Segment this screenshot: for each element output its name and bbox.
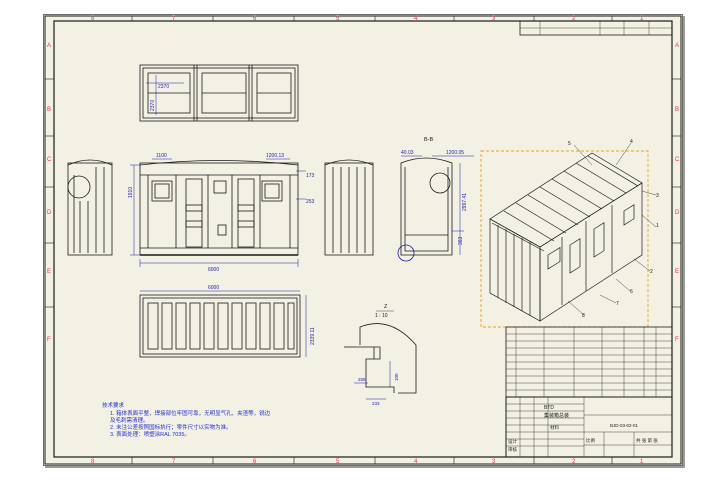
zone-col-1-bottom: 1 bbox=[640, 459, 644, 465]
zone-col-7: 7 bbox=[172, 16, 176, 22]
title-block-material-label: 材料 bbox=[550, 424, 559, 431]
front-dim-top-right: 1200.13 bbox=[266, 153, 284, 159]
section-dim-top-a: 40.03 bbox=[401, 150, 414, 156]
title-block-designer-label: 设计 bbox=[508, 438, 517, 445]
right-side-view[interactable] bbox=[324, 159, 374, 256]
note-1-cont: 及毛刺需清理。 bbox=[110, 416, 149, 424]
section-dimensions bbox=[401, 155, 474, 255]
front-dim-small-a: 173 bbox=[306, 173, 315, 179]
title-block-scale-label: 比例 bbox=[586, 437, 595, 444]
zone-col-2: 2 bbox=[572, 16, 576, 22]
bottom-view[interactable] bbox=[139, 294, 301, 358]
detail-dim-b: 233 bbox=[372, 401, 380, 406]
title-block-sheet-label: 共 张 第 张 bbox=[636, 437, 658, 444]
bottom-dim-side: 2339.11 bbox=[310, 327, 316, 345]
zone-row-d: D bbox=[47, 210, 52, 216]
notes-heading: 技术要求 bbox=[102, 401, 125, 409]
zone-col-6: 6 bbox=[253, 16, 257, 22]
svg-text:4: 4 bbox=[630, 139, 633, 145]
zone-col-6-bottom: 6 bbox=[253, 459, 257, 465]
zone-col-4-bottom: 4 bbox=[414, 459, 418, 465]
zone-row-f: F bbox=[47, 337, 51, 343]
section-dim-lower: 363 bbox=[458, 236, 464, 245]
svg-text:1: 1 bbox=[656, 223, 659, 229]
drawing-canvas[interactable]: 8 7 6 5 4 3 2 1 8 7 6 5 4 3 2 1 bbox=[44, 15, 682, 465]
detail-label: Z bbox=[384, 304, 388, 310]
zone-col-8-bottom: 8 bbox=[91, 459, 95, 465]
front-view-dimensions bbox=[130, 158, 306, 267]
front-dim-small-b: 253 bbox=[306, 199, 315, 205]
isometric-view[interactable] bbox=[489, 152, 643, 322]
svg-text:2: 2 bbox=[650, 269, 653, 275]
front-dim-bottom: 6000 bbox=[208, 267, 219, 273]
zone-col-7-bottom: 7 bbox=[172, 459, 176, 465]
front-dim-left: 1910 bbox=[128, 187, 134, 198]
bottom-view-dimensions bbox=[140, 290, 307, 357]
zone-row-e-right: E bbox=[675, 269, 679, 275]
section-dim-top-b: 1200.05 bbox=[446, 150, 464, 156]
title-block-drawing-name: 集装箱总装 bbox=[544, 412, 569, 419]
svg-text:2370: 2370 bbox=[150, 100, 156, 111]
section-dim-right: 2997.41 bbox=[462, 193, 468, 211]
zone-row-f-right: F bbox=[675, 337, 679, 343]
detail-dimensions bbox=[354, 361, 391, 400]
zone-row-d-right: D bbox=[675, 210, 680, 216]
detail-scale: 1 : 10 bbox=[375, 313, 388, 319]
iso-balloons: 5 4 3 1 2 6 7 8 bbox=[568, 139, 659, 319]
detail-circle-callout bbox=[397, 244, 415, 262]
zone-row-b: B bbox=[47, 107, 51, 113]
svg-text:6: 6 bbox=[630, 289, 633, 295]
svg-text:7: 7 bbox=[616, 301, 619, 307]
zone-col-8: 8 bbox=[91, 16, 95, 22]
zone-col-1: 1 bbox=[640, 16, 644, 22]
title-block-company: BTD bbox=[544, 405, 554, 411]
detail-dim-c: 100 bbox=[394, 373, 399, 381]
zone-row-a-right: A bbox=[675, 43, 679, 49]
front-view[interactable] bbox=[139, 160, 299, 256]
sheet-inner-border bbox=[53, 20, 673, 458]
title-block-drawing-number: BJD-03-02-01 bbox=[610, 423, 639, 428]
zone-col-4: 4 bbox=[414, 16, 418, 22]
zone-col-5: 5 bbox=[336, 16, 340, 22]
zone-row-c-right: C bbox=[675, 157, 680, 163]
note-3: 3. 表面处理：喷塑涂RAL 7035。 bbox=[110, 430, 190, 438]
zone-row-b-right: B bbox=[675, 107, 679, 113]
svg-text:3: 3 bbox=[656, 193, 659, 199]
zone-col-3: 3 bbox=[492, 16, 496, 22]
sheet-outer-border bbox=[44, 15, 682, 465]
svg-text:5: 5 bbox=[568, 141, 571, 147]
front-dim-top-left: 1100 bbox=[156, 153, 167, 159]
zone-row-c: C bbox=[47, 157, 52, 163]
svg-text:2370: 2370 bbox=[158, 84, 169, 90]
revision-strip bbox=[519, 20, 673, 36]
bom-table[interactable] bbox=[505, 326, 673, 398]
zone-row-a: A bbox=[47, 43, 51, 49]
bottom-dim-top: 6000 bbox=[208, 285, 219, 291]
title-block[interactable] bbox=[505, 396, 673, 458]
technical-notes: 技术要求 1. 箱体表面平整，焊接部位牢固可靠，无明显气孔、夹渣等，锐边 及毛刺… bbox=[102, 401, 271, 438]
left-side-view[interactable] bbox=[67, 159, 113, 256]
note-1: 1. 箱体表面平整，焊接部位牢固可靠，无明显气孔、夹渣等，锐边 bbox=[110, 409, 271, 417]
section-view[interactable] bbox=[400, 157, 453, 256]
title-block-checker-label: 审核 bbox=[508, 446, 517, 453]
iso-leader-lines bbox=[567, 142, 657, 316]
zone-col-5-bottom: 5 bbox=[336, 459, 340, 465]
zone-row-e: E bbox=[47, 269, 51, 275]
drawing-sheet[interactable]: 8 7 6 5 4 3 2 1 8 7 6 5 4 3 2 1 bbox=[43, 14, 683, 466]
svg-text:8: 8 bbox=[582, 313, 585, 319]
top-view-dimension: 2370 2370 bbox=[146, 75, 184, 115]
zone-col-3-bottom: 3 bbox=[492, 459, 496, 465]
note-2: 2. 未注公差按照国标执行；零件尺寸以实物为准。 bbox=[110, 423, 232, 431]
detail-view[interactable] bbox=[344, 323, 417, 394]
section-label: B-B bbox=[424, 137, 434, 143]
detail-dim-a: 255 bbox=[358, 377, 366, 382]
top-view[interactable] bbox=[139, 64, 299, 122]
zone-col-2-bottom: 2 bbox=[572, 459, 576, 465]
